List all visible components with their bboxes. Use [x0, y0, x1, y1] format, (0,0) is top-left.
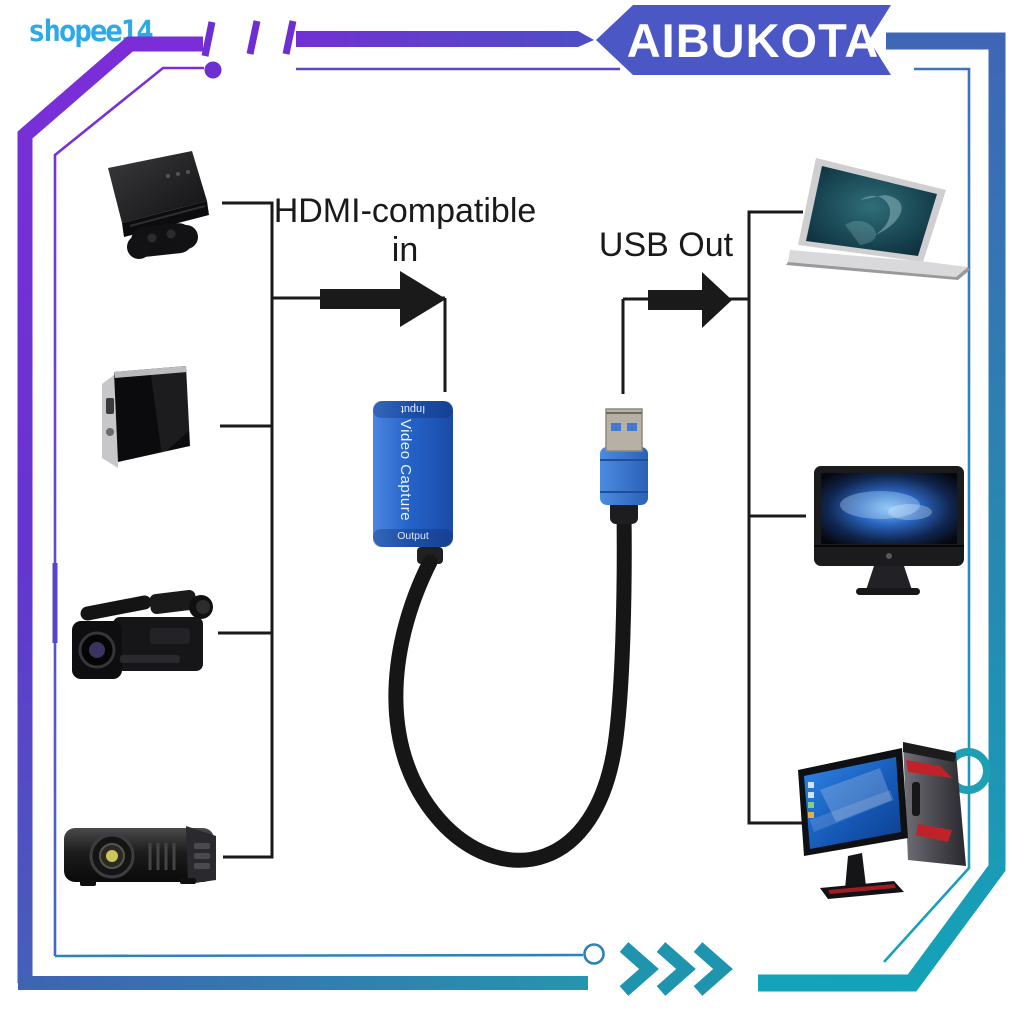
frame-inner-line-right — [883, 67, 971, 963]
tv-box-icon — [102, 366, 190, 468]
frame-top-bar — [296, 31, 594, 47]
usb-cable — [388, 504, 632, 868]
chevrons-icon — [619, 942, 733, 996]
frame-decoration — [17, 5, 1006, 996]
desktop-monitor-icon — [814, 466, 964, 595]
frame-inner-line-left — [53, 66, 204, 956]
arrow-right-icon — [320, 271, 446, 327]
tick-mark — [282, 20, 297, 55]
capture-name-label: Video Capture — [397, 418, 414, 522]
arrow-right-icon — [648, 272, 732, 328]
capture-card-icon — [373, 401, 453, 564]
frame-left-bar — [17, 36, 203, 983]
gaming-pc-icon — [798, 742, 966, 899]
laptop-icon — [786, 158, 970, 280]
brand-banner-ribbon — [596, 5, 891, 75]
tick-mark — [246, 20, 261, 55]
usb-plug-icon — [600, 408, 648, 524]
camcorder-icon — [72, 589, 213, 679]
frame-bottom-bar — [18, 976, 588, 990]
hdmi-in-label-line2: in — [391, 231, 419, 270]
frame-inner-accent — [52, 563, 58, 643]
capture-output-label: Output — [397, 530, 429, 542]
hdmi-in-label: HDMI-compatible in — [268, 192, 542, 270]
dot-endpoint-icon — [204, 61, 222, 79]
tick-mark — [201, 21, 216, 57]
frame-inner-line-bottom — [54, 953, 584, 958]
projector-icon — [64, 826, 216, 886]
circle-endpoint-icon — [583, 943, 605, 965]
brand-banner-label: AIBUKOTA — [626, 14, 880, 67]
hdmi-in-label-line1: HDMI-compatible — [273, 192, 537, 230]
usb-out-label: USB Out — [598, 226, 734, 264]
game-console-icon — [108, 151, 209, 259]
frame-right-bar — [758, 32, 1006, 992]
left-bracket-line — [222, 201, 274, 859]
